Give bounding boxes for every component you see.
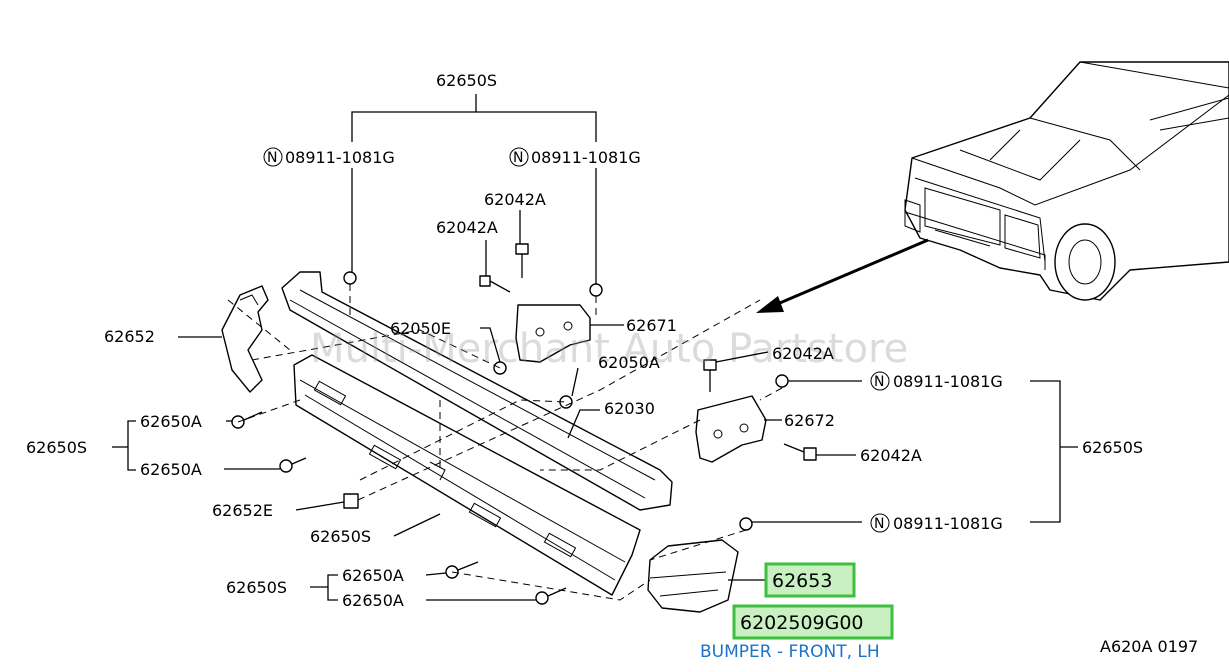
- label-62650s-left: 62650S: [26, 438, 87, 457]
- label-62042a-2: 62042A: [436, 218, 498, 237]
- part-number-label: 6202509G00: [740, 612, 864, 634]
- label-62650a-4: 62650A: [342, 591, 404, 610]
- label-62653: 62653: [772, 570, 832, 592]
- nut-symbol-3: N: [874, 374, 884, 390]
- nut-symbol-2: N: [513, 150, 523, 166]
- truck-illustration: [904, 61, 1229, 301]
- highlight-part-number: [732, 604, 894, 640]
- label-nut-right-1: 08911-1081G: [893, 372, 1003, 391]
- label-62652: 62652: [104, 327, 155, 346]
- label-62050a: 62050A: [598, 353, 660, 372]
- label-62671: 62671: [626, 316, 677, 335]
- nut-symbol-1: N: [267, 150, 277, 166]
- label-62650s-mid: 62650S: [310, 527, 371, 546]
- nut-symbol-icon: [263, 147, 890, 533]
- highlight-62653: [764, 562, 856, 598]
- label-nut-right-2: 08911-1081G: [893, 514, 1003, 533]
- label-nut-top-right: 08911-1081G: [531, 148, 641, 167]
- label-62652e: 62652E: [212, 501, 273, 520]
- label-nut-top-left: 08911-1081G: [285, 148, 395, 167]
- part-caption: BUMPER - FRONT, LH: [700, 642, 880, 662]
- label-62650a-1: 62650A: [140, 412, 202, 431]
- label-62672: 62672: [784, 411, 835, 430]
- label-62650s-right: 62650S: [1082, 438, 1143, 457]
- bumper-assembly: [221, 243, 817, 613]
- label-62650a-3: 62650A: [342, 566, 404, 585]
- label-62650s-bottom-left: 62650S: [226, 578, 287, 597]
- label-62042a-4: 62042A: [860, 446, 922, 465]
- label-62042a-1: 62042A: [484, 190, 546, 209]
- label-62050e: 62050E: [390, 319, 451, 338]
- label-62650s-top: 62650S: [436, 71, 497, 90]
- label-62030: 62030: [604, 399, 655, 418]
- label-62042a-3: 62042A: [772, 344, 834, 363]
- leader-lines: [112, 94, 1078, 601]
- watermark-text: Multi-Merchant Auto Partstore: [310, 326, 908, 372]
- label-62650a-2: 62650A: [140, 460, 202, 479]
- nut-symbol-4: N: [874, 516, 884, 532]
- figure-code: A620A 0197: [1100, 637, 1198, 656]
- direction-arrow: [756, 238, 929, 313]
